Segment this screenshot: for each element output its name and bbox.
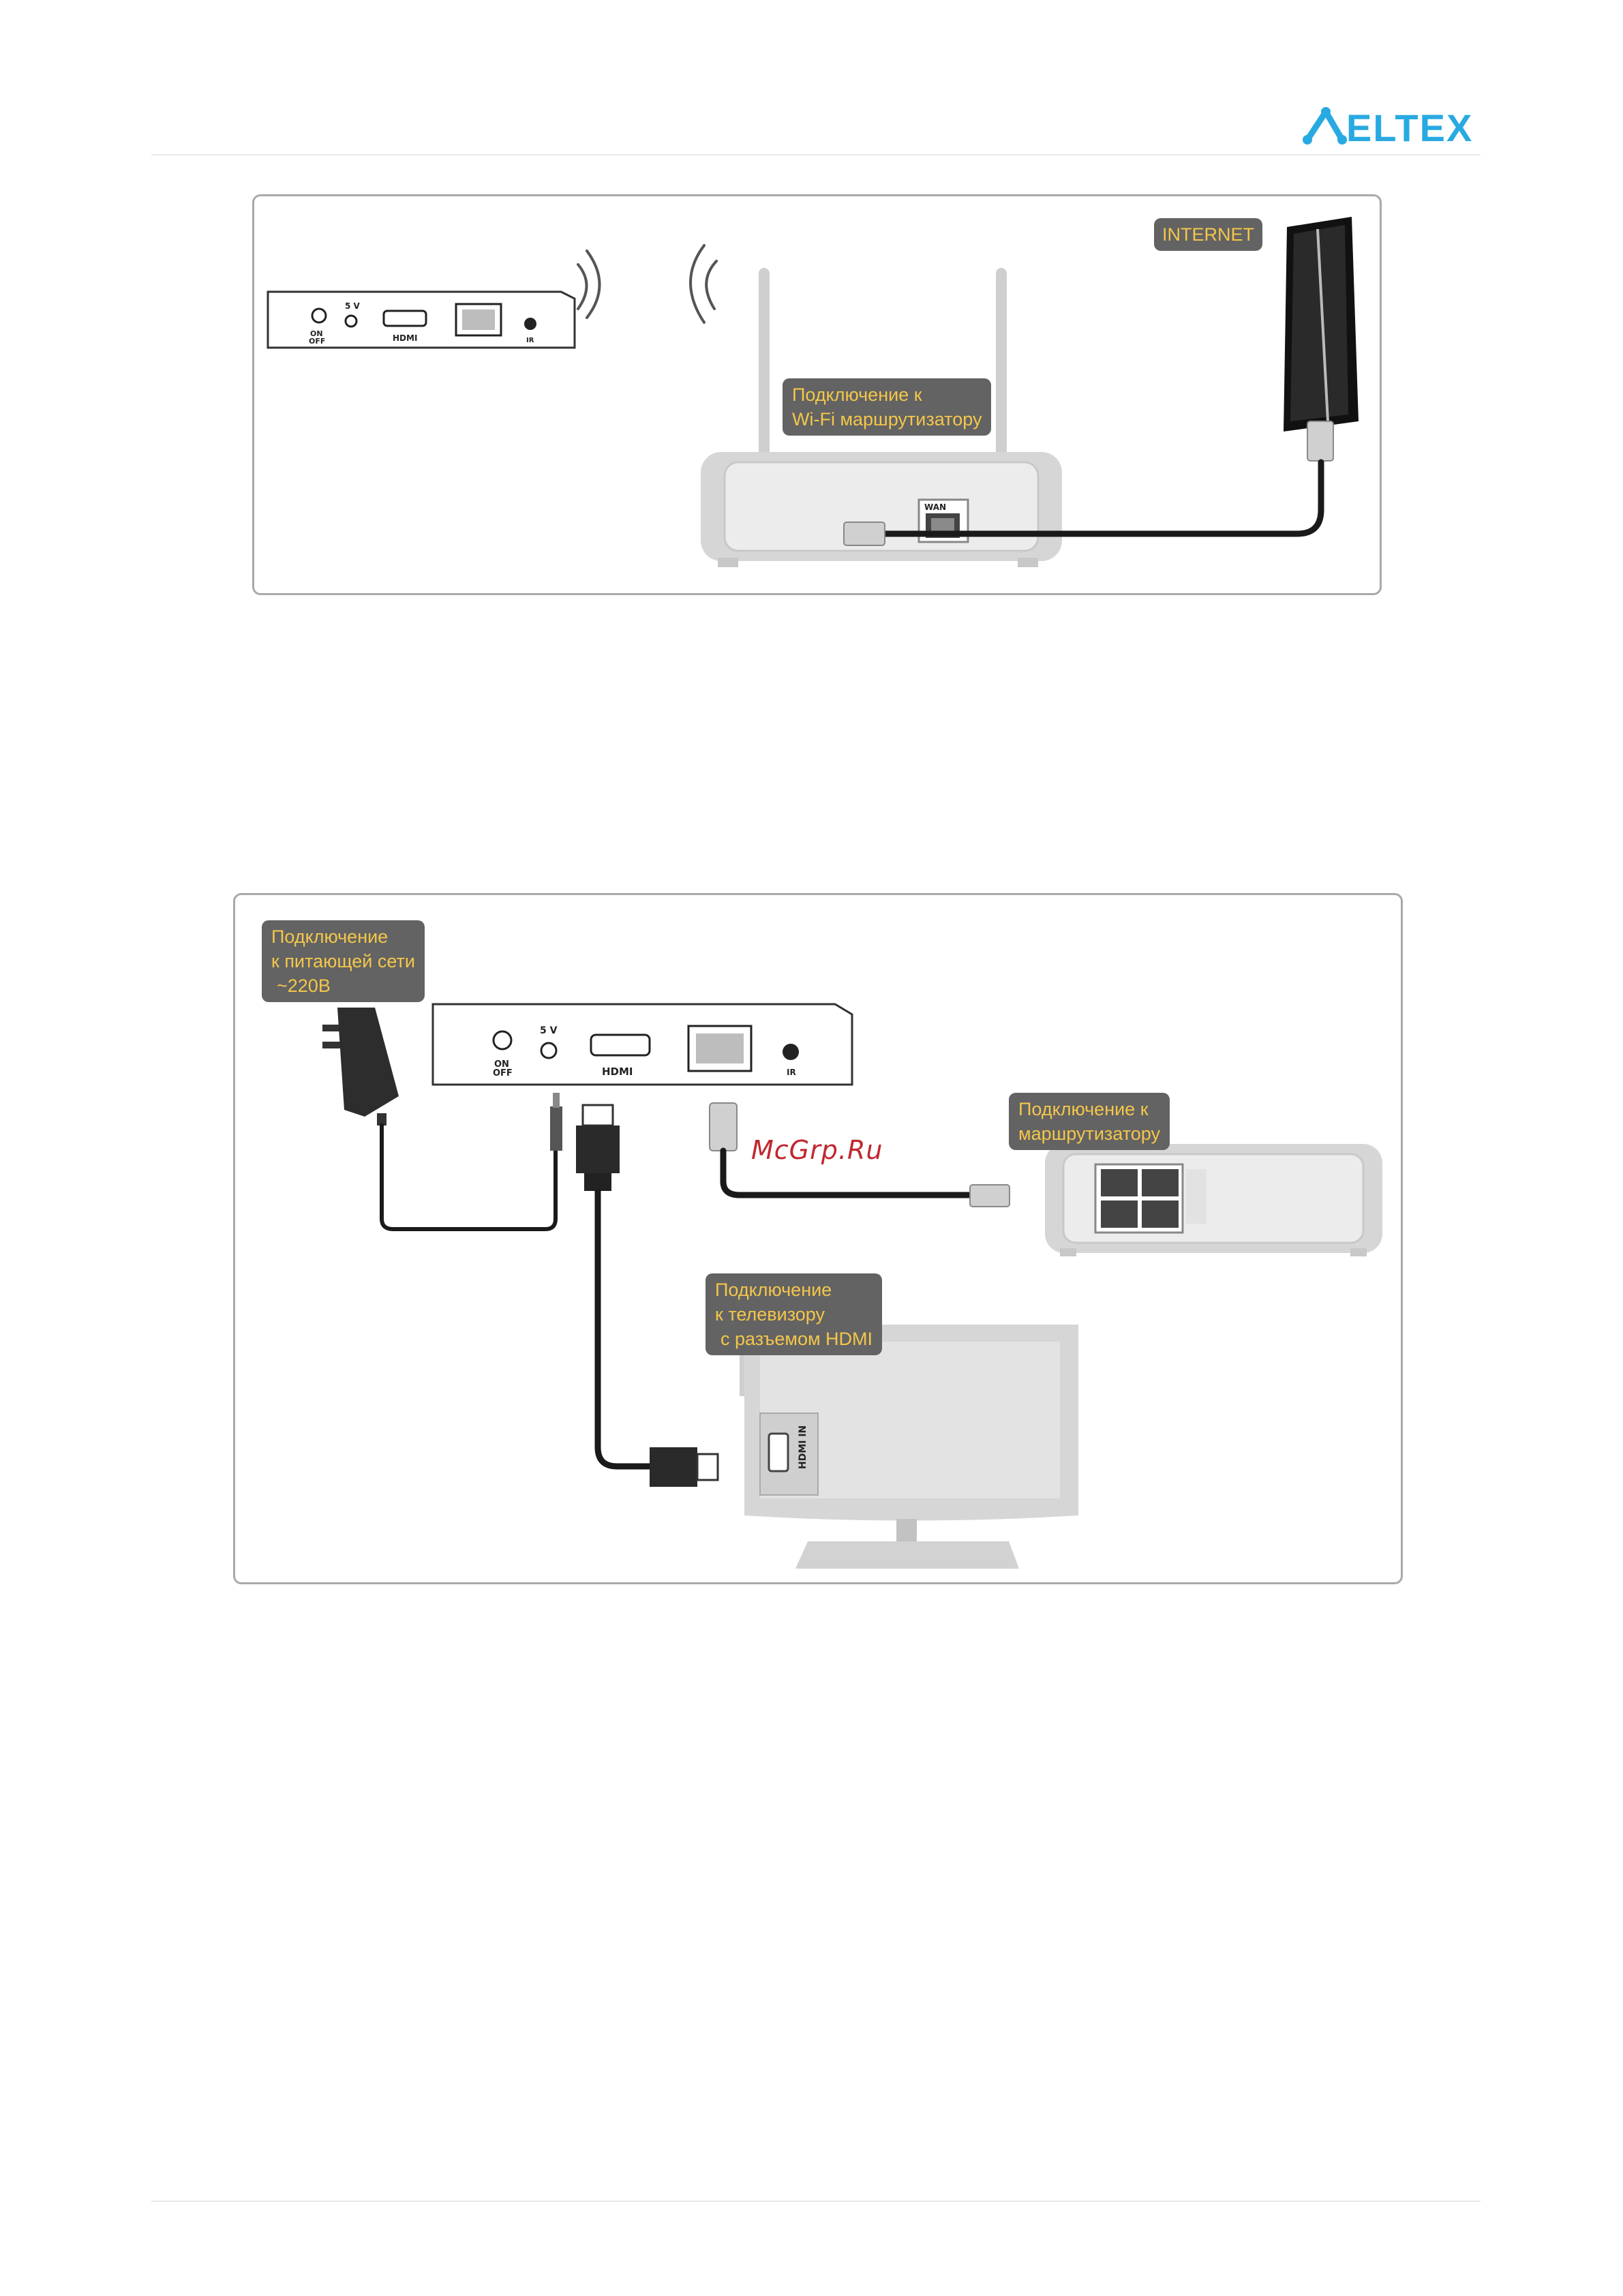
eltex-logo: ELTEX: [1299, 102, 1476, 150]
router-label-line-1: Подключение к: [1018, 1097, 1160, 1121]
internet-source-icon: [1284, 217, 1359, 432]
wan-port-label: WAN: [924, 502, 946, 512]
port-volt-label: 5 V: [345, 301, 361, 311]
wired-connection-diagram: ON OFF 5 V HDMI IR: [233, 893, 1403, 1584]
power-label-line-1: Подключение: [271, 924, 415, 949]
wifi-router-label-line-1: Подключение к: [792, 382, 982, 407]
tv: HDMI IN: [740, 1325, 1078, 1569]
tv-hdmi-in-label: HDMI IN: [798, 1425, 808, 1469]
tv-label-line-1: Подключение: [715, 1278, 873, 1302]
power-label: Подключение к питающей сети ~220В: [262, 920, 425, 1002]
wifi-signal-icon: [578, 245, 716, 322]
set-top-box: ON OFF 5 V HDMI IR: [433, 1004, 852, 1085]
set-top-box: ON OFF 5 V HDMI IR: [268, 292, 575, 348]
wifi-router-label-line-2: Wi-Fi маршрутизатору: [792, 407, 982, 432]
router-label: Подключение к маршрутизатору: [1009, 1093, 1170, 1150]
hdmi-cable: [576, 1105, 718, 1487]
ir-sensor-icon: [783, 1044, 799, 1060]
wifi-connection-diagram: ON OFF 5 V HDMI IR WAN: [252, 194, 1382, 595]
port-volt-label: 5 V: [540, 1025, 558, 1036]
wifi-router-label: Подключение к Wi-Fi маршрутизатору: [783, 378, 991, 436]
logo-text: ELTEX: [1346, 106, 1473, 149]
port-ir-label: IR: [787, 1068, 796, 1077]
port-off-label: OFF: [493, 1068, 513, 1078]
internet-label: INTERNET: [1154, 218, 1262, 251]
tv-label-line-3: с разъемом HDMI: [715, 1327, 873, 1351]
footer-divider: [151, 2201, 1481, 2202]
port-hdmi-label: HDMI: [602, 1066, 633, 1078]
port-hdmi-label: HDMI: [393, 333, 417, 343]
ir-sensor-icon: [524, 318, 536, 330]
tv-label-line-2: к телевизору: [715, 1302, 873, 1327]
router-label-line-2: маршрутизатору: [1018, 1121, 1160, 1146]
tv-label: Подключение к телевизору с разъемом HDMI: [706, 1273, 882, 1355]
power-label-line-3: ~220В: [271, 973, 415, 998]
header-divider: [151, 154, 1481, 155]
watermark: McGrp.Ru: [751, 1135, 883, 1165]
port-off-label: OFF: [309, 337, 325, 346]
port-ir-label: IR: [526, 337, 534, 344]
router: [1045, 1144, 1382, 1256]
power-label-line-2: к питающей сети: [271, 949, 415, 973]
